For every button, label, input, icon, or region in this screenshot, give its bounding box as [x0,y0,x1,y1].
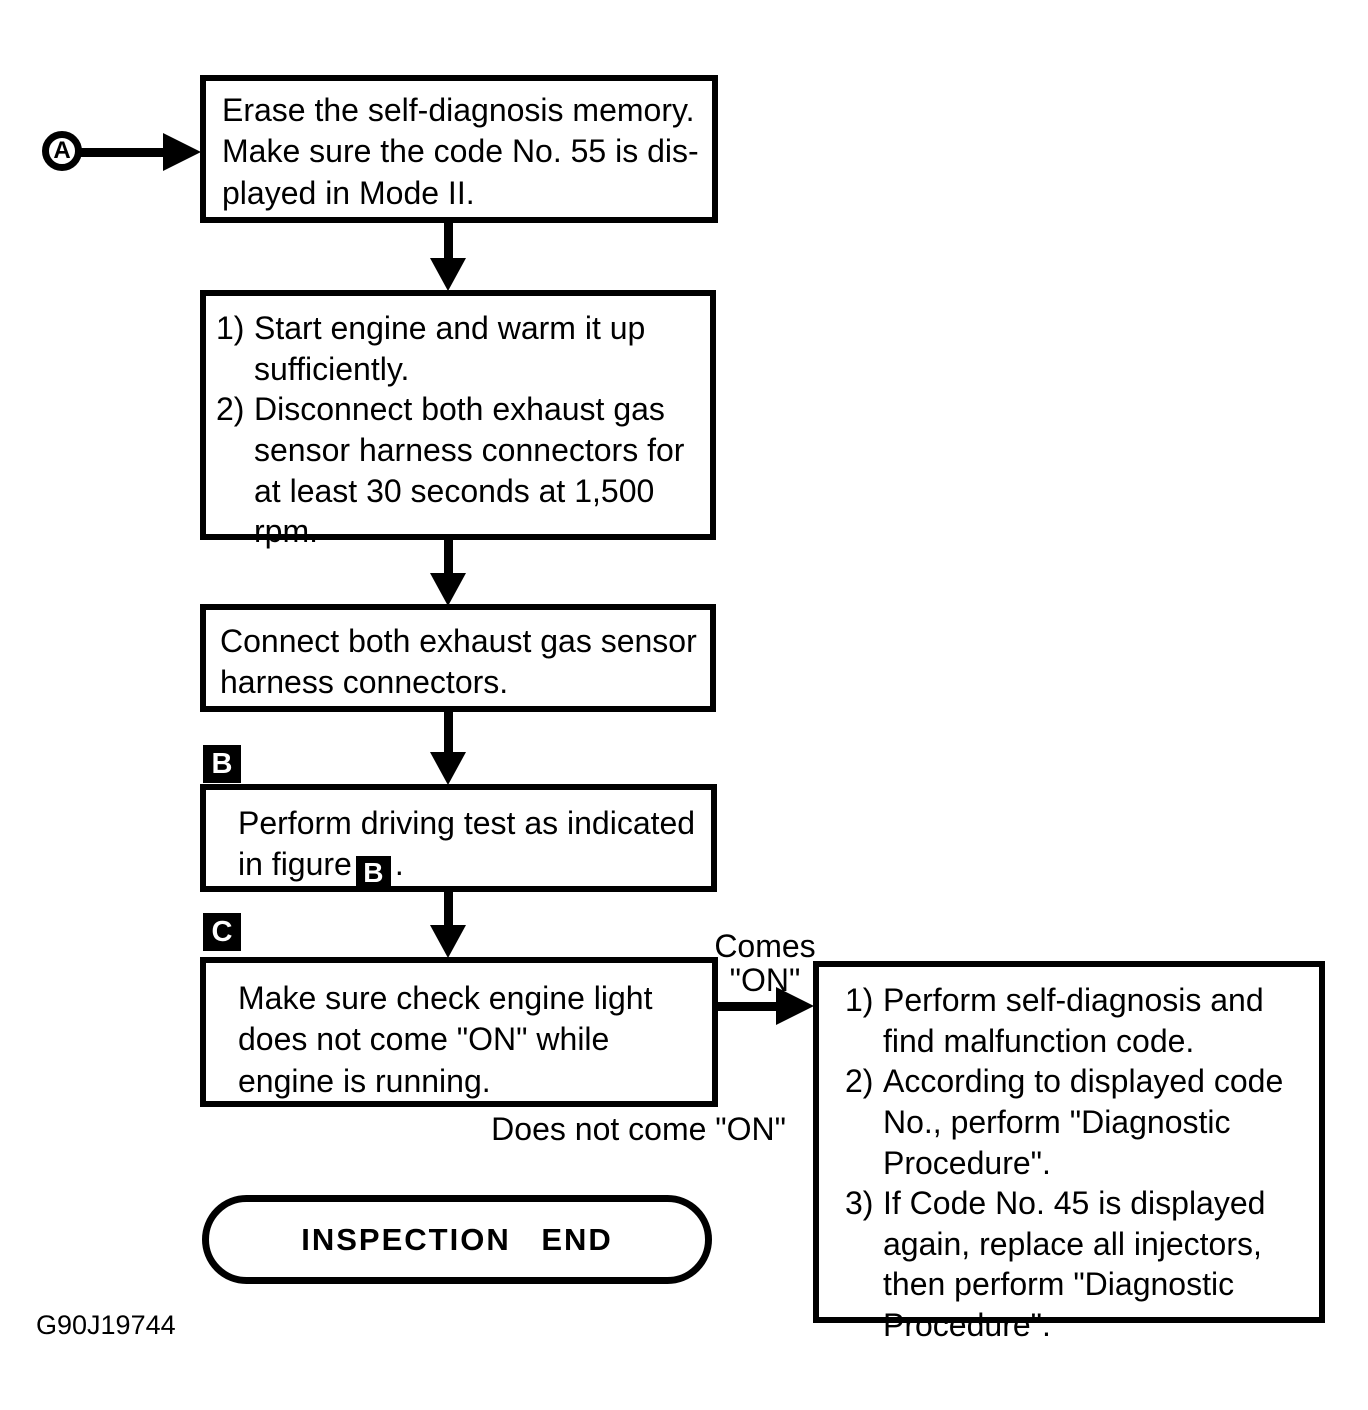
connector-a-badge: A [42,131,82,171]
list-item-number: 3) [845,1185,874,1222]
edge-label-comes-on: Comes "ON" [714,928,816,998]
list-item-text: Start engine and warm it up sufficiently… [254,310,646,387]
arrow-a-shaft [80,148,168,157]
arrow-1-shaft [444,220,453,260]
list-item: 1) Start engine and warm it up sufficien… [216,308,706,389]
arrow-3-head [430,752,466,785]
driving-test-line2-prefix: in figure [238,846,352,883]
arrow-4-head [430,925,466,958]
step-malfunction-box: 1) Perform self-diagnosis and find malfu… [813,961,1325,1343]
arrow-comes-on-head [776,987,814,1025]
driving-test-line1: Perform driving test as indicated [238,805,696,841]
edge-label-does-not-come-on: Does not come "ON" [491,1111,786,1147]
step-driving-test-box: Perform driving test as indicated in fig… [200,784,717,892]
list-item-number: 2) [216,391,245,428]
figure-b-inline-chip: B [355,855,391,891]
list-item-number: 2) [845,1063,874,1100]
step-connect-sensors-text: Connect both exhaust gas sensor harness … [220,623,697,701]
list-item: 3) If Code No. 45 is displayed again, re… [845,1183,1315,1346]
list-item: 2) Disconnect both exhaust gas sensor ha… [216,389,706,552]
list-item-number: 1) [845,982,874,1018]
arrow-comes-on-shaft [712,1002,780,1011]
figure-c-chip-label: C [211,915,233,948]
arrow-4-shaft [444,890,453,927]
step-malfunction-list: 1) Perform self-diagnosis and find malfu… [819,967,1319,1346]
arrow-a-head [163,133,201,171]
step-warmup-list: 1) Start engine and warm it up sufficien… [206,296,710,552]
inspection-end-terminal: INSPECTION END [202,1195,712,1284]
list-item-text: If Code No. 45 is displayed again, repla… [883,1185,1266,1343]
driving-test-line2-suffix: . [394,846,404,883]
step-check-light-text: Make sure check engine light does not co… [238,980,653,1099]
arrow-1-head [430,258,466,291]
list-item: 2) According to displayed code No., perf… [845,1061,1315,1183]
arrow-2-head [430,573,466,606]
driving-test-line2: in figure B. [238,844,705,891]
inspection-end-label: INSPECTION END [301,1221,613,1257]
step-driving-test-text: Perform driving test as indicated in fig… [206,790,711,891]
list-item-text: Perform self-diagnosis and find malfunct… [883,982,1264,1059]
arrow-2-shaft [444,538,453,576]
arrow-3-shaft [444,710,453,754]
step-erase-memory-text: Erase the self-diagnosis memory. Make su… [222,92,699,211]
figure-id: G90J19744 [36,1310,176,1340]
figure-c-chip: C [203,913,241,951]
step-check-light-box: Make sure check engine light does not co… [200,957,718,1107]
list-item-text: Disconnect both exhaust gas sensor harne… [254,391,685,550]
list-item: 1) Perform self-diagnosis and find malfu… [845,980,1315,1061]
connector-a-label: A [53,137,71,164]
figure-b-chip: B [203,745,241,783]
list-item-number: 1) [216,310,245,346]
figure-b-inline-label: B [363,857,384,889]
step-warmup-box: 1) Start engine and warm it up sufficien… [200,290,716,549]
list-item-text: According to displayed code No., perform… [883,1063,1284,1181]
figure-b-chip-label: B [211,747,233,780]
step-connect-sensors-box: Connect both exhaust gas sensor harness … [200,604,716,712]
step-erase-memory-box: Erase the self-diagnosis memory. Make su… [200,75,718,223]
